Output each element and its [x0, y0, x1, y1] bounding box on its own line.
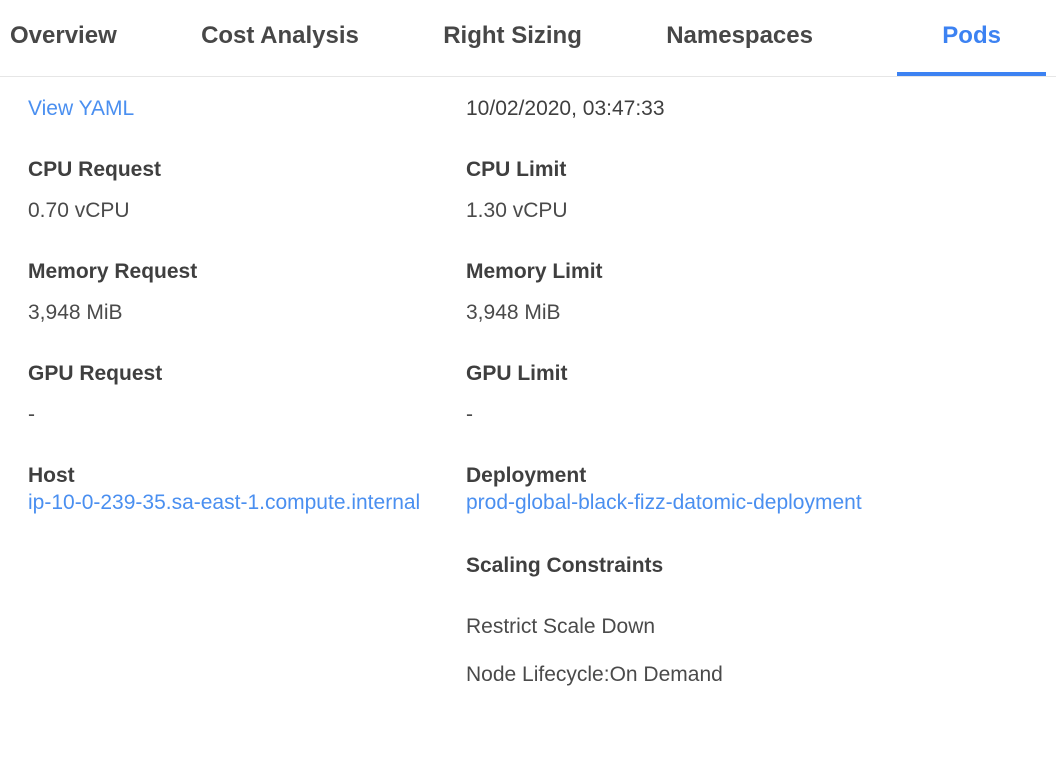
gpu-request-value: - — [28, 403, 35, 426]
pod-details-content: View YAML 10/02/2020, 03:47:33 CPU Reque… — [0, 77, 1056, 690]
tab-right-sizing[interactable]: Right Sizing — [443, 22, 582, 49]
deployment-field: Deployment prod-global-black-fizz-datomi… — [466, 464, 1056, 518]
gpu-limit-value: - — [466, 403, 473, 426]
cpu-request-field: CPU Request 0.70 vCPU — [28, 158, 466, 226]
cpu-limit-value: 1.30 vCPU — [466, 199, 568, 222]
scaling-constraint-item: Restrict Scale Down — [466, 615, 656, 638]
timestamp-cell: 10/02/2020, 03:47:33 — [466, 94, 1056, 124]
memory-request-field: Memory Request 3,948 MiB — [28, 260, 466, 328]
memory-request-value: 3,948 MiB — [28, 301, 123, 324]
tab-bar: Overview Cost Analysis Right Sizing Name… — [0, 0, 1056, 77]
view-yaml-cell: View YAML — [28, 94, 466, 124]
memory-request-label: Memory Request — [28, 260, 198, 283]
tab-namespaces[interactable]: Namespaces — [666, 22, 813, 49]
tab-cost-analysis[interactable]: Cost Analysis — [201, 22, 359, 49]
cpu-request-label: CPU Request — [28, 158, 162, 181]
scaling-constraints-section: Scaling Constraints Restrict Scale Down … — [466, 554, 1056, 690]
gpu-limit-field: GPU Limit - — [466, 362, 1056, 430]
host-field: Host ip-10-0-239-35.sa-east-1.compute.in… — [28, 464, 466, 518]
tab-pods[interactable]: Pods — [897, 0, 1046, 76]
memory-limit-value: 3,948 MiB — [466, 301, 561, 324]
deployment-and-scaling-cell: Deployment prod-global-black-fizz-datomi… — [466, 464, 1056, 690]
scaling-constraint-item: Node Lifecycle:On Demand — [466, 663, 723, 686]
scaling-constraints-label: Scaling Constraints — [466, 554, 664, 577]
cpu-limit-field: CPU Limit 1.30 vCPU — [466, 158, 1056, 226]
view-yaml-link[interactable]: View YAML — [28, 97, 135, 120]
gpu-limit-label: GPU Limit — [466, 362, 568, 385]
memory-limit-label: Memory Limit — [466, 260, 603, 283]
deployment-link[interactable]: prod-global-black-fizz-datomic-deploymen… — [466, 491, 862, 514]
deployment-label: Deployment — [466, 464, 587, 487]
gpu-request-label: GPU Request — [28, 362, 163, 385]
cpu-request-value: 0.70 vCPU — [28, 199, 130, 222]
memory-limit-field: Memory Limit 3,948 MiB — [466, 260, 1056, 328]
pod-timestamp: 10/02/2020, 03:47:33 — [466, 97, 665, 120]
tab-overview[interactable]: Overview — [10, 22, 117, 49]
host-link[interactable]: ip-10-0-239-35.sa-east-1.compute.interna… — [28, 491, 421, 514]
cpu-limit-label: CPU Limit — [466, 158, 567, 181]
gpu-request-field: GPU Request - — [28, 362, 466, 430]
host-label: Host — [28, 464, 75, 487]
